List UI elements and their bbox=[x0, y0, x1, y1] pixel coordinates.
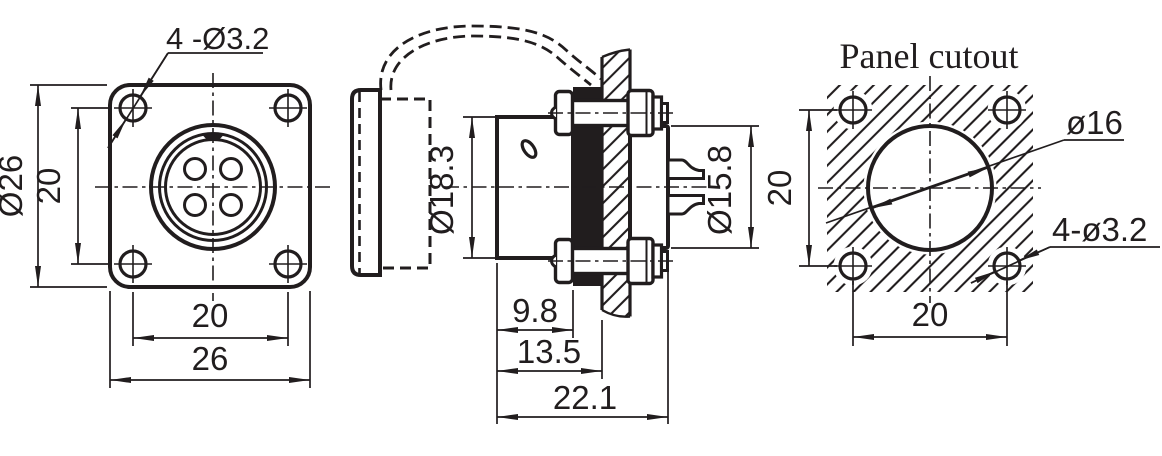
leader-arrow bbox=[970, 270, 996, 284]
socket-contact bbox=[219, 193, 243, 217]
front-dimensions bbox=[30, 52, 311, 388]
panel-cutout-view: Panel cutout 20 20 ø16 4-ø3.2 bbox=[761, 36, 1160, 346]
socket-contact bbox=[183, 193, 207, 217]
leader-arrow bbox=[139, 52, 169, 98]
callout-leader bbox=[825, 139, 1065, 224]
callout-4xd3.2: 4 -Ø3.2 bbox=[166, 21, 269, 56]
cap-lanyard bbox=[379, 24, 602, 91]
solder-contact bbox=[666, 158, 705, 180]
o-ring-marking bbox=[520, 139, 538, 159]
protective-cap bbox=[350, 88, 382, 277]
extension-lines bbox=[671, 125, 759, 249]
dim-label-pitch20-v: 20 bbox=[761, 170, 798, 207]
cutout-dimensions bbox=[799, 109, 1160, 346]
callout-4xd3.2: 4-ø3.2 bbox=[1052, 211, 1147, 248]
dim-label-22.1: 22.1 bbox=[553, 379, 617, 416]
section-dimensions bbox=[463, 116, 759, 424]
panel-break-line bbox=[601, 308, 631, 318]
socket-contact bbox=[219, 157, 243, 181]
socket-contacts bbox=[183, 157, 243, 217]
solder-contacts bbox=[666, 158, 705, 216]
dim-label-pitch20-v: 20 bbox=[30, 168, 67, 205]
front-centerlines bbox=[95, 73, 331, 301]
cap-hidden-outline bbox=[380, 97, 432, 270]
section-view: Ø18.3 Ø15.8 9.8 13.5 22.1 bbox=[350, 24, 759, 424]
leader-arrow bbox=[929, 166, 989, 189]
dim-label-pitch20-h: 20 bbox=[192, 297, 229, 334]
solder-contact bbox=[666, 194, 705, 216]
extension-lines bbox=[799, 109, 837, 267]
front-view: 4 -Ø3.2 Ø26 20 20 26 bbox=[0, 21, 331, 388]
panel-break-line bbox=[601, 48, 631, 59]
extension-lines bbox=[109, 291, 311, 388]
dim-label-pitch20-h: 20 bbox=[912, 296, 949, 333]
leader-arrow bbox=[1018, 246, 1051, 262]
socket-contact bbox=[183, 157, 207, 181]
panel-cutout-title: Panel cutout bbox=[840, 36, 1019, 76]
dim-label-dia15.8: Ø15.8 bbox=[701, 145, 738, 235]
dim-label-13.5: 13.5 bbox=[517, 333, 581, 370]
extension-lines bbox=[463, 116, 497, 259]
leader-arrow bbox=[871, 187, 931, 210]
mounting-screw-top bbox=[548, 88, 674, 138]
leader-arrow bbox=[107, 118, 127, 149]
dim-label-dia18.3: Ø18.3 bbox=[423, 145, 460, 235]
dim-label-size26: 26 bbox=[192, 340, 229, 377]
panel-section-hatch bbox=[602, 49, 630, 317]
extension-lines bbox=[496, 252, 669, 424]
extension-lines bbox=[30, 84, 107, 288]
dim-label-9.8: 9.8 bbox=[512, 292, 558, 329]
mounting-screw-bottom bbox=[548, 236, 674, 286]
callout-dia16: ø16 bbox=[1066, 104, 1123, 141]
dim-label-dia26: Ø26 bbox=[0, 155, 29, 217]
